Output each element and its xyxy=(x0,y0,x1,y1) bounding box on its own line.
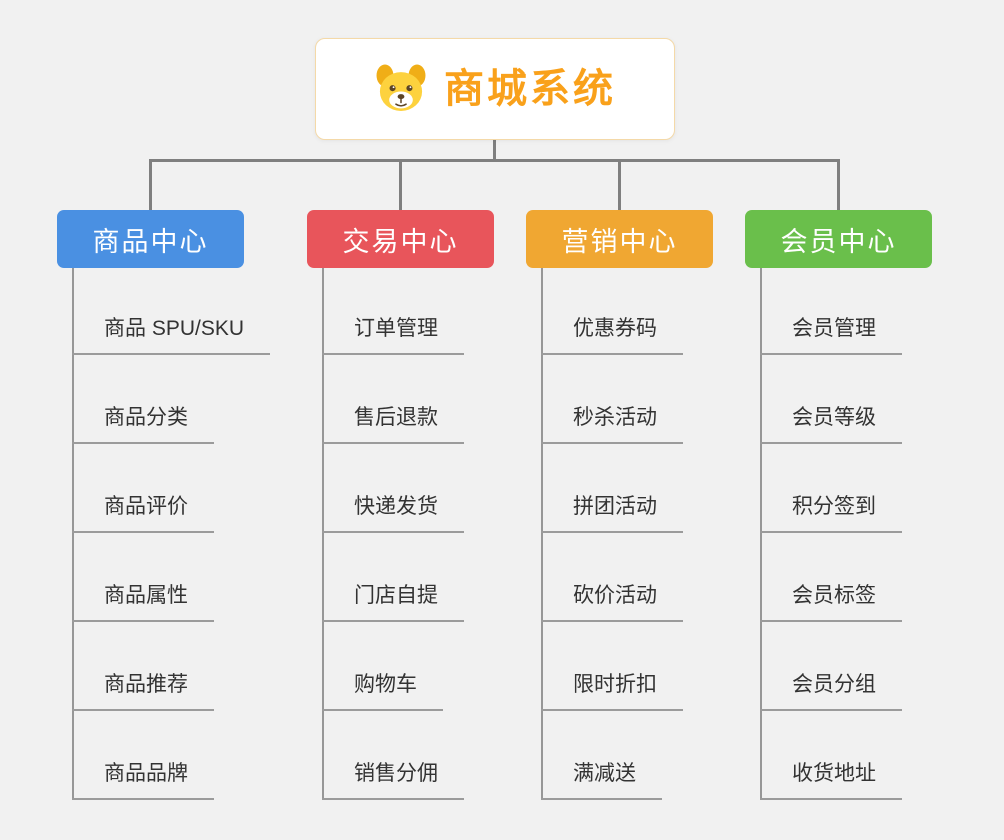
topic-item[interactable]: 会员分组 xyxy=(760,670,902,711)
topic-item[interactable]: 销售分佣 xyxy=(322,759,464,800)
branch-header[interactable]: 会员中心 xyxy=(745,210,932,268)
topic-item[interactable]: 会员管理 xyxy=(760,314,902,355)
branch-header[interactable]: 商品中心 xyxy=(57,210,244,268)
branch-drop-line xyxy=(399,160,402,210)
branch-header[interactable]: 营销中心 xyxy=(526,210,713,268)
root-title: 商城系统 xyxy=(444,67,616,111)
topic-item[interactable]: 积分签到 xyxy=(760,492,902,533)
topic-item[interactable]: 砍价活动 xyxy=(541,581,683,622)
topic-item[interactable]: 优惠券码 xyxy=(541,314,683,355)
branch-drop-line xyxy=(618,160,621,210)
topic-item[interactable]: 商品推荐 xyxy=(72,670,214,711)
topic-item[interactable]: 商品评价 xyxy=(72,492,214,533)
branch-bus-line xyxy=(149,159,840,162)
branch-vertical-line xyxy=(541,268,543,798)
branch-header[interactable]: 交易中心 xyxy=(307,210,494,268)
topic-item[interactable]: 门店自提 xyxy=(322,581,464,622)
topic-item[interactable]: 满减送 xyxy=(541,759,662,800)
topic-item[interactable]: 售后退款 xyxy=(322,403,464,444)
topic-item[interactable]: 收货地址 xyxy=(760,759,902,800)
topic-item[interactable]: 拼团活动 xyxy=(541,492,683,533)
dog-face-icon xyxy=(374,62,428,116)
topic-item[interactable]: 订单管理 xyxy=(322,314,464,355)
topic-item[interactable]: 商品分类 xyxy=(72,403,214,444)
root-node[interactable]: 商城系统 xyxy=(315,38,675,140)
topic-item[interactable]: 快递发货 xyxy=(322,492,464,533)
branch-vertical-line xyxy=(760,268,762,798)
topic-item[interactable]: 购物车 xyxy=(322,670,443,711)
branch-drop-line xyxy=(149,160,152,210)
topic-item[interactable]: 会员等级 xyxy=(760,403,902,444)
branch-drop-line xyxy=(837,160,840,210)
topic-item[interactable]: 秒杀活动 xyxy=(541,403,683,444)
branch-vertical-line xyxy=(322,268,324,798)
topic-item[interactable]: 商品 SPU/SKU xyxy=(72,314,271,355)
topic-item[interactable]: 限时折扣 xyxy=(541,670,683,711)
topic-item[interactable]: 会员标签 xyxy=(760,581,902,622)
branch-vertical-line xyxy=(72,268,74,798)
root-connector-line xyxy=(493,140,496,161)
topic-item[interactable]: 商品品牌 xyxy=(72,759,214,800)
topic-item[interactable]: 商品属性 xyxy=(72,581,214,622)
